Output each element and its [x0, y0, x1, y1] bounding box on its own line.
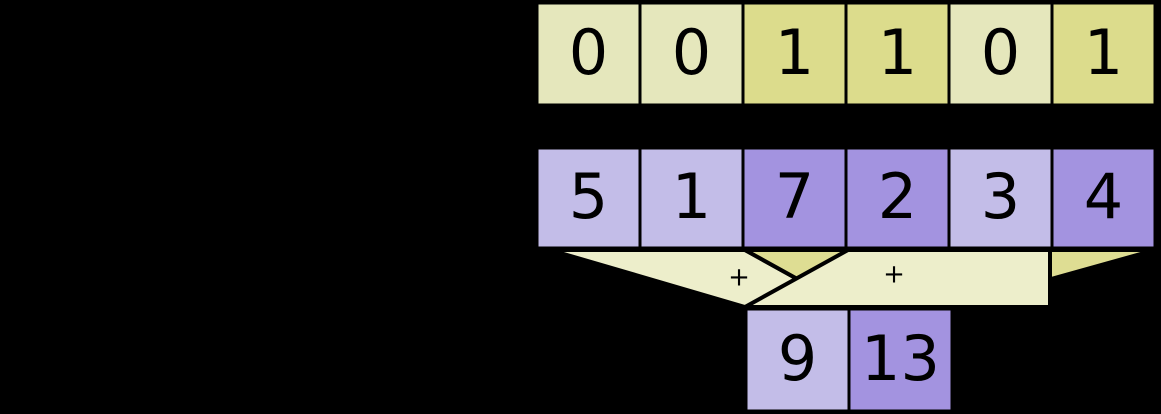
value-row-value-3: 2	[878, 160, 917, 233]
flag-row-value-0: 0	[569, 16, 608, 89]
value-row-value-1: 1	[672, 160, 711, 233]
value-row-cell-0	[535, 146, 642, 250]
value-row-cell-5	[1050, 146, 1157, 250]
flag-row-value-4: 0	[981, 16, 1020, 89]
funnel-group: ++	[549, 248, 1156, 309]
flag-row-value-5: 1	[1084, 16, 1123, 89]
value-row-value-4: 3	[981, 160, 1020, 233]
flag-row-cell-1	[638, 1, 745, 107]
value-row-value-2: 7	[775, 160, 814, 233]
flag-row-cell-4	[947, 1, 1054, 107]
flag-row-value-2: 1	[775, 16, 814, 89]
value-row-cell-4	[947, 146, 1054, 250]
result-row-cell-1	[847, 307, 954, 413]
value-row-value-0: 5	[569, 160, 608, 233]
value-row-value-5: 4	[1084, 160, 1123, 233]
result-row: 9 13	[744, 307, 954, 413]
value-row-cell-2	[741, 146, 848, 250]
funnel-left-operator: +	[728, 263, 750, 293]
flag-row-value-1: 0	[672, 16, 711, 89]
result-row-cell-0	[744, 307, 851, 413]
value-row-cell-3	[844, 146, 951, 250]
result-row-value-0: 9	[778, 322, 817, 395]
flag-row-cell-5	[1050, 1, 1157, 107]
flag-row-value-3: 1	[878, 16, 917, 89]
flag-row-cell-2	[741, 1, 848, 107]
funnel-right-overlay	[737, 248, 1052, 309]
result-row-value-1: 13	[861, 322, 940, 395]
funnel-right-operator: +	[883, 260, 905, 290]
flag-row-cell-3	[844, 1, 951, 107]
